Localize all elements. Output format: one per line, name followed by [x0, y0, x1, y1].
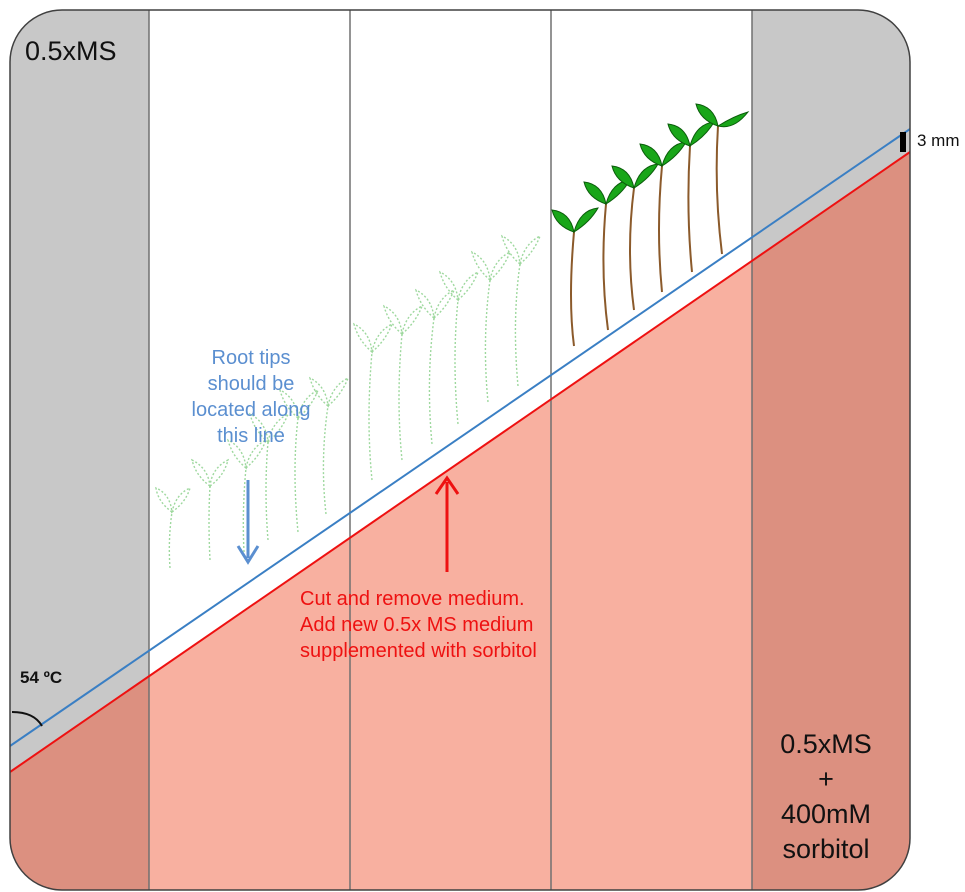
- cut-note-line: supplemented with sorbitol: [300, 640, 537, 662]
- root-tips-line: Root tips: [211, 347, 291, 369]
- seedling: [667, 121, 715, 273]
- ghost-seedling: [414, 288, 456, 445]
- cut-note-line: Add new 0.5x MS medium: [300, 614, 534, 636]
- ghost-seedling: [278, 388, 320, 533]
- seedling: [583, 179, 631, 331]
- ghost-seedling: [190, 458, 230, 561]
- sorbitol-medium-region: [10, 152, 910, 890]
- seedlings: [551, 103, 750, 347]
- scale-bar-icon: [900, 132, 906, 152]
- root-tips-line: this line: [217, 425, 285, 447]
- top-medium-label: 0.5xMS: [25, 36, 117, 66]
- sorbitol-label-line: +: [818, 764, 834, 794]
- seedling: [611, 163, 659, 311]
- ghost-seedling: [248, 412, 290, 541]
- ghost-seedling: [500, 234, 542, 387]
- root-tips-note: Root tips should be located along this l…: [158, 345, 344, 449]
- cut-line: [10, 151, 910, 773]
- scale-label: 3 mm: [917, 131, 960, 150]
- ghost-seedling: [438, 270, 480, 425]
- angle-arc-icon: [11, 711, 43, 727]
- ghost-seedling: [226, 438, 268, 553]
- sorbitol-label-line: 400mM: [780, 799, 872, 829]
- ghost-seedling: [352, 322, 394, 481]
- seedling: [695, 103, 750, 255]
- sorbitol-label-line: 0.5xMS: [780, 729, 872, 759]
- plate-outline: [9, 9, 911, 891]
- ghost-seedling: [382, 304, 424, 461]
- angle-label: 54 ºC: [20, 668, 63, 687]
- root-tip-line: [10, 128, 910, 747]
- cut-medium-note: Cut and remove medium. Add new 0.5x MS m…: [300, 586, 660, 664]
- sorbitol-medium-left-dark: [10, 676, 149, 890]
- ghost-seedling: [470, 250, 512, 403]
- ghost-seedling: [155, 486, 192, 569]
- ghost-seedling: [308, 376, 350, 515]
- root-tips-line: should be: [207, 373, 295, 395]
- arrow-up-icon: [434, 475, 460, 572]
- seedling: [551, 207, 599, 347]
- arrow-down-icon: [236, 480, 260, 565]
- sorbitol-medium-label: 0.5xMS + 400mM sorbitol: [760, 727, 892, 867]
- cut-note-line: Cut and remove medium.: [300, 588, 525, 610]
- sorbitol-label-line: sorbitol: [782, 834, 870, 864]
- ghost-seedlings: [155, 234, 542, 569]
- sorbitol-medium-right-dark: [752, 152, 910, 890]
- root-tips-line: located along: [191, 399, 311, 421]
